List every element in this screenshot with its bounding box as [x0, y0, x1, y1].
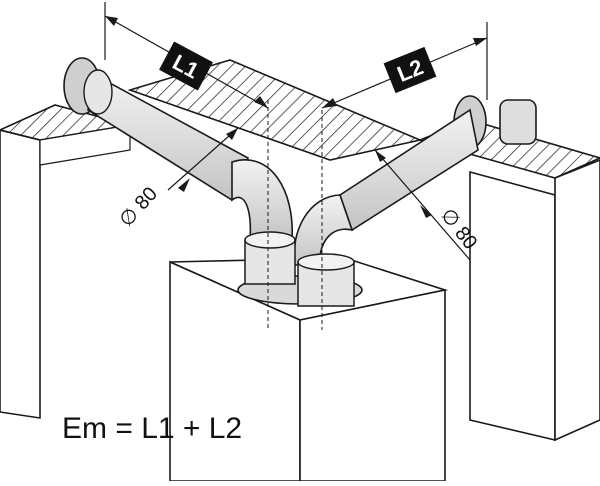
right-dia-leader: [374, 149, 471, 261]
right-pipe: [293, 95, 537, 266]
left-diameter-label: ∅ 80: [115, 183, 162, 231]
arrowheads: [105, 16, 487, 218]
centerlines: [267, 100, 323, 330]
formula-text: Em = L1 + L2: [62, 412, 243, 445]
right-terminal: [499, 99, 537, 145]
left-dia-leader: [167, 127, 239, 191]
l2-label: L2: [383, 46, 437, 94]
left-pipe-elbow: [231, 159, 293, 241]
l1-label: L1: [159, 41, 213, 91]
left-wall: [0, 104, 131, 419]
boiler-adapter: [237, 231, 363, 307]
left-pipe: [63, 57, 293, 241]
boiler-right-face: [299, 289, 446, 482]
